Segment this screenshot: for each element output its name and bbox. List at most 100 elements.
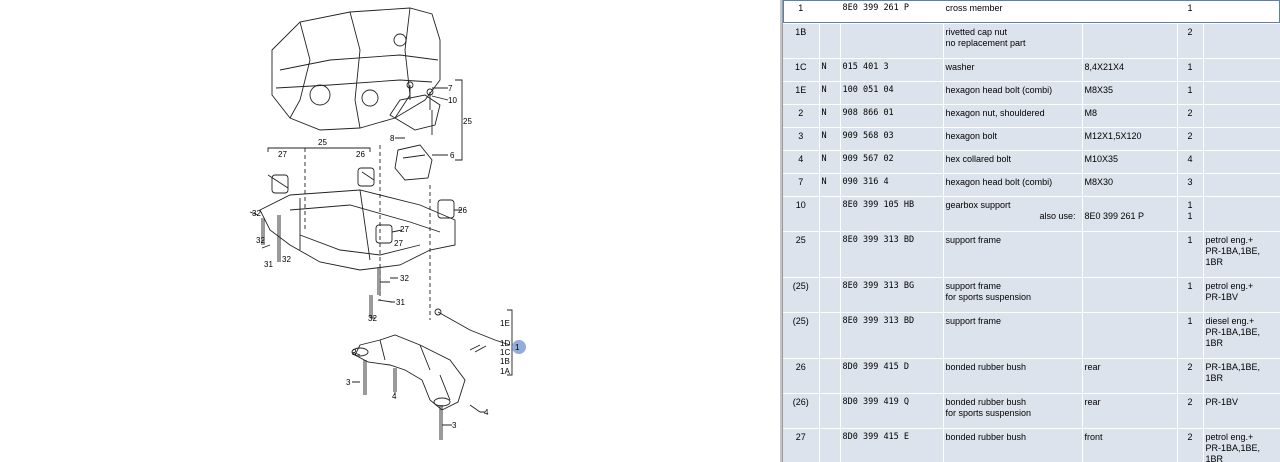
specification-text: rear [1084,396,1101,407]
part-number-cell: 8D0 399 415 E [840,428,944,462]
quantity-line: 2 [1187,107,1193,118]
description-line: for sports suspension [945,291,1032,302]
callout-10: 25 [463,117,472,126]
remark-cell [1203,150,1280,174]
specification-cell: 8,4X21X4 [1082,58,1178,82]
position-cell: (26) [783,393,820,429]
remark-line: 1BR [1205,372,1224,383]
callout-4a: 4 [392,392,397,401]
callout-1C: 1C [500,348,510,357]
specification-cell: rear [1082,393,1178,429]
quantity-cell: 2 [1177,393,1204,429]
position-cell: 1 [783,0,820,24]
remark-cell: petrol eng.+PR-1BA,1BE,1BR [1203,231,1280,278]
also-use-part-number: 8E0 399 261 P [1084,210,1145,221]
remark-cell: petrol eng.+PR-1BA,1BE,1BR [1203,428,1280,462]
quantity-line: 1 [1187,3,1193,13]
part-number-cell: 100 051 04 [840,81,944,105]
specification-cell: 8E0 399 261 P [1082,196,1178,232]
specification-cell: M12X1,5X120 [1082,127,1178,151]
description-cell: hex collared bolt [943,150,1083,174]
description-line: rivetted cap nut [945,26,1008,37]
remark-line: diesel eng.+ [1205,315,1255,326]
remark-line: 1BR [1205,337,1224,348]
remark-cell: PR-1BA,1BE,1BR [1203,358,1280,394]
remark-cell [1203,127,1280,151]
part-number-cell: 8D0 399 419 Q [840,393,944,429]
remark-line: PR-1BV [1205,291,1239,302]
callout-1E: 1E [500,319,510,328]
pane-divider[interactable] [780,0,783,462]
quantity-line: 2 [1187,26,1193,37]
description-line: support frame [945,280,1002,291]
description-cell: hexagon nut, shouldered [943,104,1083,128]
callout-1A: 1A [500,367,510,376]
callout-2: 2 [352,348,357,357]
part-number-cell: 8D0 399 415 D [840,358,944,394]
description-line: hexagon head bolt (combi) [945,176,1053,187]
norm-prefix-cell [819,0,841,24]
specification-text: rear [1084,361,1101,372]
position-cell: 4 [783,150,820,174]
quantity-cell: 2 [1177,358,1204,394]
part-number-cell: 8E0 399 313 BD [840,231,944,278]
part-number-cell: 8E0 399 313 BG [840,277,944,313]
norm-prefix-cell [819,196,841,232]
norm-prefix-cell: N [819,58,841,82]
description-cell: support frame [943,231,1083,278]
description-cell: hexagon head bolt (combi) [943,81,1083,105]
position-cell: 2 [783,104,820,128]
callout-6: 7 [448,84,453,93]
part-number-cell: 909 567 02 [840,150,944,174]
position-cell: 10 [783,196,820,232]
hotspot-marker[interactable]: 1 [512,340,526,354]
callout-26: 26 [356,150,365,159]
description-line: hexagon nut, shouldered [945,107,1045,118]
part-number-cell: 015 401 3 [840,58,944,82]
diagram-drawing: 27 25 26 7 10 25 8 6 26 32 32 31 32 27 2… [249,7,526,440]
remark-line: PR-1BA,1BE, [1205,326,1261,337]
position-cell: 3 [783,127,820,151]
description-line: gearbox support [945,199,1011,210]
norm-prefix-cell: N [819,173,841,197]
callout-1B: 1B [500,357,510,366]
description-line: support frame [945,234,1002,245]
remark-cell [1203,104,1280,128]
callout-4b: 4 [484,408,489,417]
position-cell: (25) [783,312,820,359]
specification-text: 8,4X21X4 [1084,61,1125,72]
remark-line: petrol eng.+ [1205,431,1254,442]
remark-line: PR-1BA,1BE, [1205,361,1261,372]
part-number-cell [840,23,944,59]
description-line: bonded rubber bush [945,361,1027,372]
callout-32c: 32 [282,255,291,264]
callout-32a: 32 [252,209,261,218]
description-line: support frame [945,315,1002,326]
specification-cell: front [1082,428,1178,462]
quantity-line: 2 [1187,361,1193,372]
quantity-line: 1 [1187,84,1193,95]
remark-cell [1203,81,1280,105]
quantity-cell: 2 [1177,23,1204,59]
callout-5: 6 [450,151,455,160]
remark-cell: diesel eng.+PR-1BA,1BE,1BR [1203,312,1280,359]
